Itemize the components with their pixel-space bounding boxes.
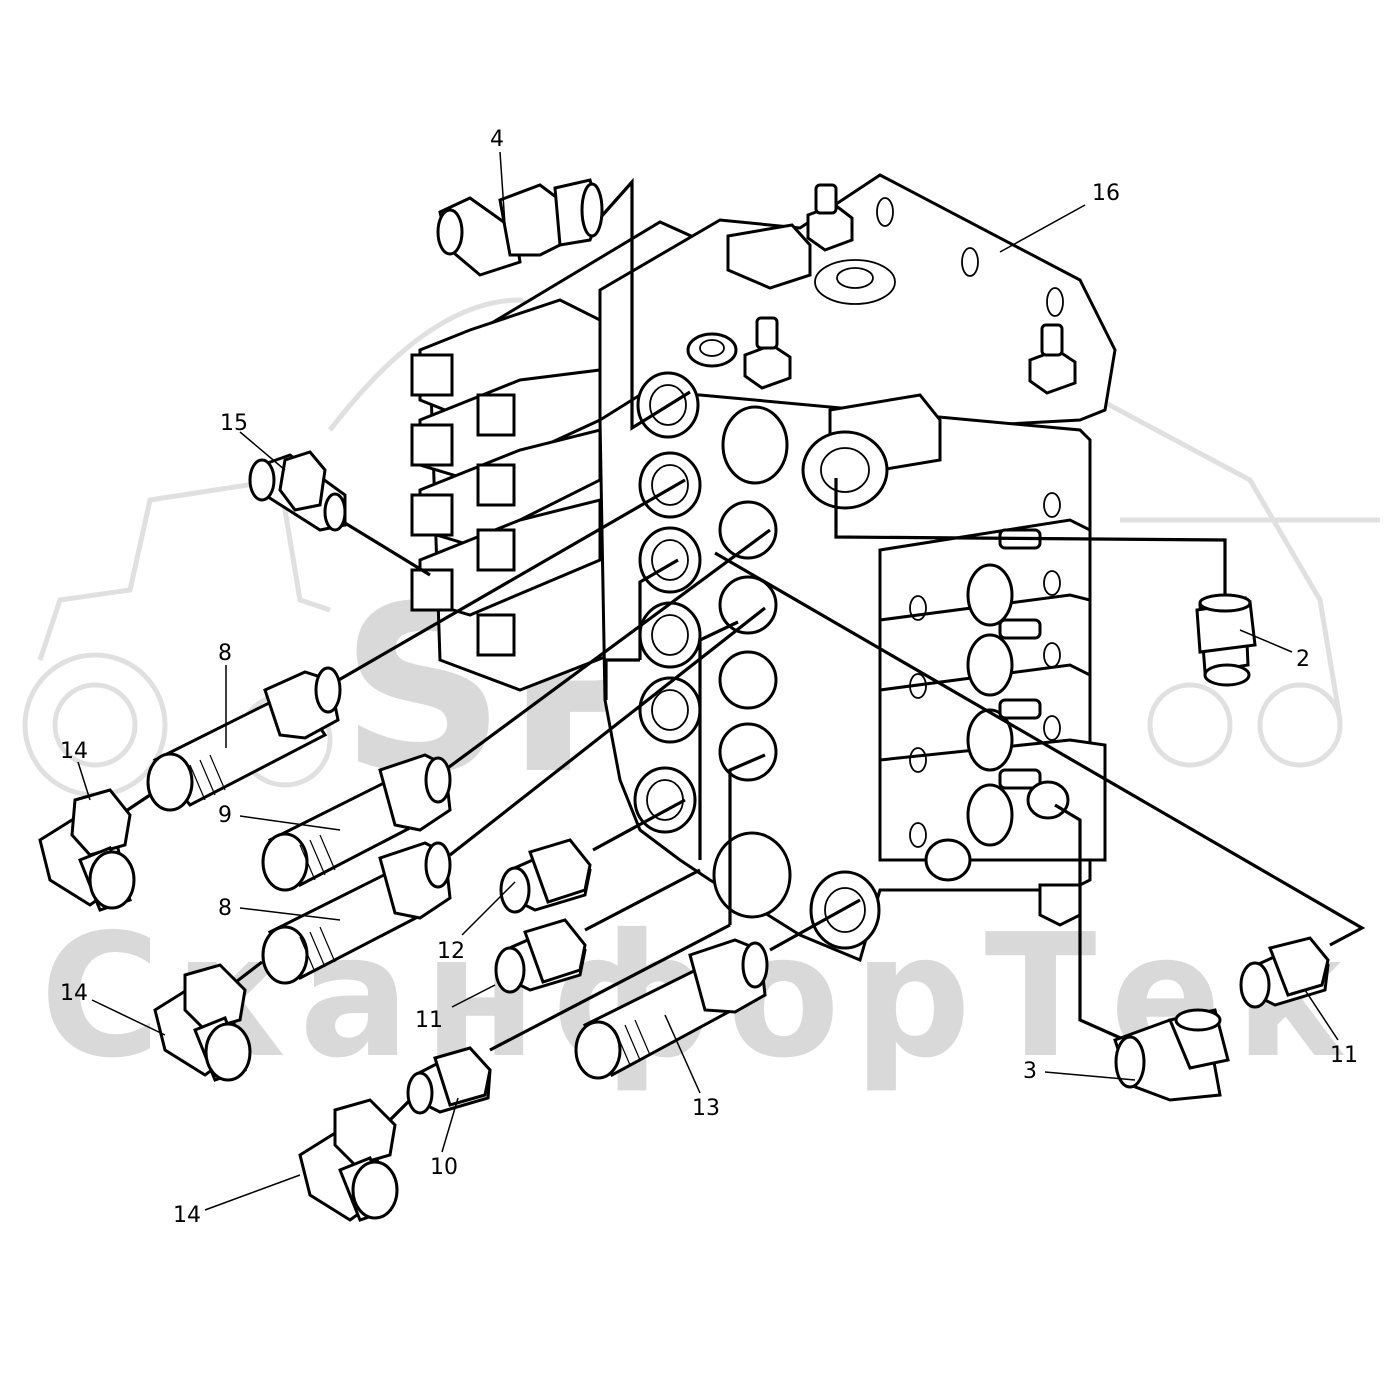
callout-2: 2	[1296, 647, 1310, 672]
fitting-11-adapter-left	[494, 918, 587, 994]
callout-10: 10	[430, 1155, 458, 1180]
fitting-10-adapter	[406, 1046, 492, 1115]
fitting-4-elbow	[436, 178, 604, 277]
fitting-3-elbow	[1113, 1008, 1230, 1102]
fitting-14-elbow-lower	[298, 1098, 399, 1222]
connection-lines	[119, 177, 1366, 1132]
plate-hole	[814, 259, 896, 305]
top-port	[686, 332, 738, 368]
fitting-8-nipple-upper	[146, 666, 342, 812]
solenoid-coils	[410, 298, 602, 657]
plate-hole-inner	[836, 267, 874, 289]
fitting-12-adapter	[499, 838, 592, 914]
callout-15: 15	[220, 411, 248, 436]
fitting-9-nipple	[261, 753, 452, 892]
top-block	[726, 223, 812, 290]
callout-11-left: 11	[415, 1008, 443, 1033]
callout-3: 3	[1023, 1059, 1037, 1084]
fitting-11-adapter-right	[1239, 936, 1330, 1009]
callout-9: 9	[218, 803, 232, 828]
plate-bolt-hole	[876, 197, 894, 227]
fitting-8-nipple-lower	[261, 841, 452, 985]
top-bolts	[743, 183, 1077, 395]
bottom-plug	[1038, 883, 1082, 927]
callout-4: 4	[490, 127, 504, 152]
callout-11-right: 11	[1330, 1043, 1358, 1068]
fitting-2-adapter	[1195, 593, 1257, 687]
fitting-15-adapter	[248, 450, 347, 532]
callout-12: 12	[437, 939, 465, 964]
callout-14-upper: 14	[60, 739, 88, 764]
section-faces	[828, 393, 1107, 882]
callout-labels: 4 16 15 2 8 14 9 8 12 14 11 13 10 14 3 1…	[60, 127, 1358, 1228]
valve-block-16	[410, 173, 1117, 963]
fitting-14-elbow-middle	[153, 963, 252, 1082]
callout-16: 16	[1092, 181, 1120, 206]
callout-14-lower: 14	[173, 1203, 201, 1228]
callout-14-middle: 14	[60, 981, 88, 1006]
leader-lines	[77, 151, 1339, 1211]
fitting-14-elbow-upper	[38, 788, 136, 912]
callout-8-lower: 8	[218, 896, 232, 921]
callout-13: 13	[692, 1096, 720, 1121]
plate-bolt-hole	[1046, 287, 1064, 317]
callout-8-upper: 8	[218, 641, 232, 666]
plate-bolt-hole	[961, 247, 979, 277]
